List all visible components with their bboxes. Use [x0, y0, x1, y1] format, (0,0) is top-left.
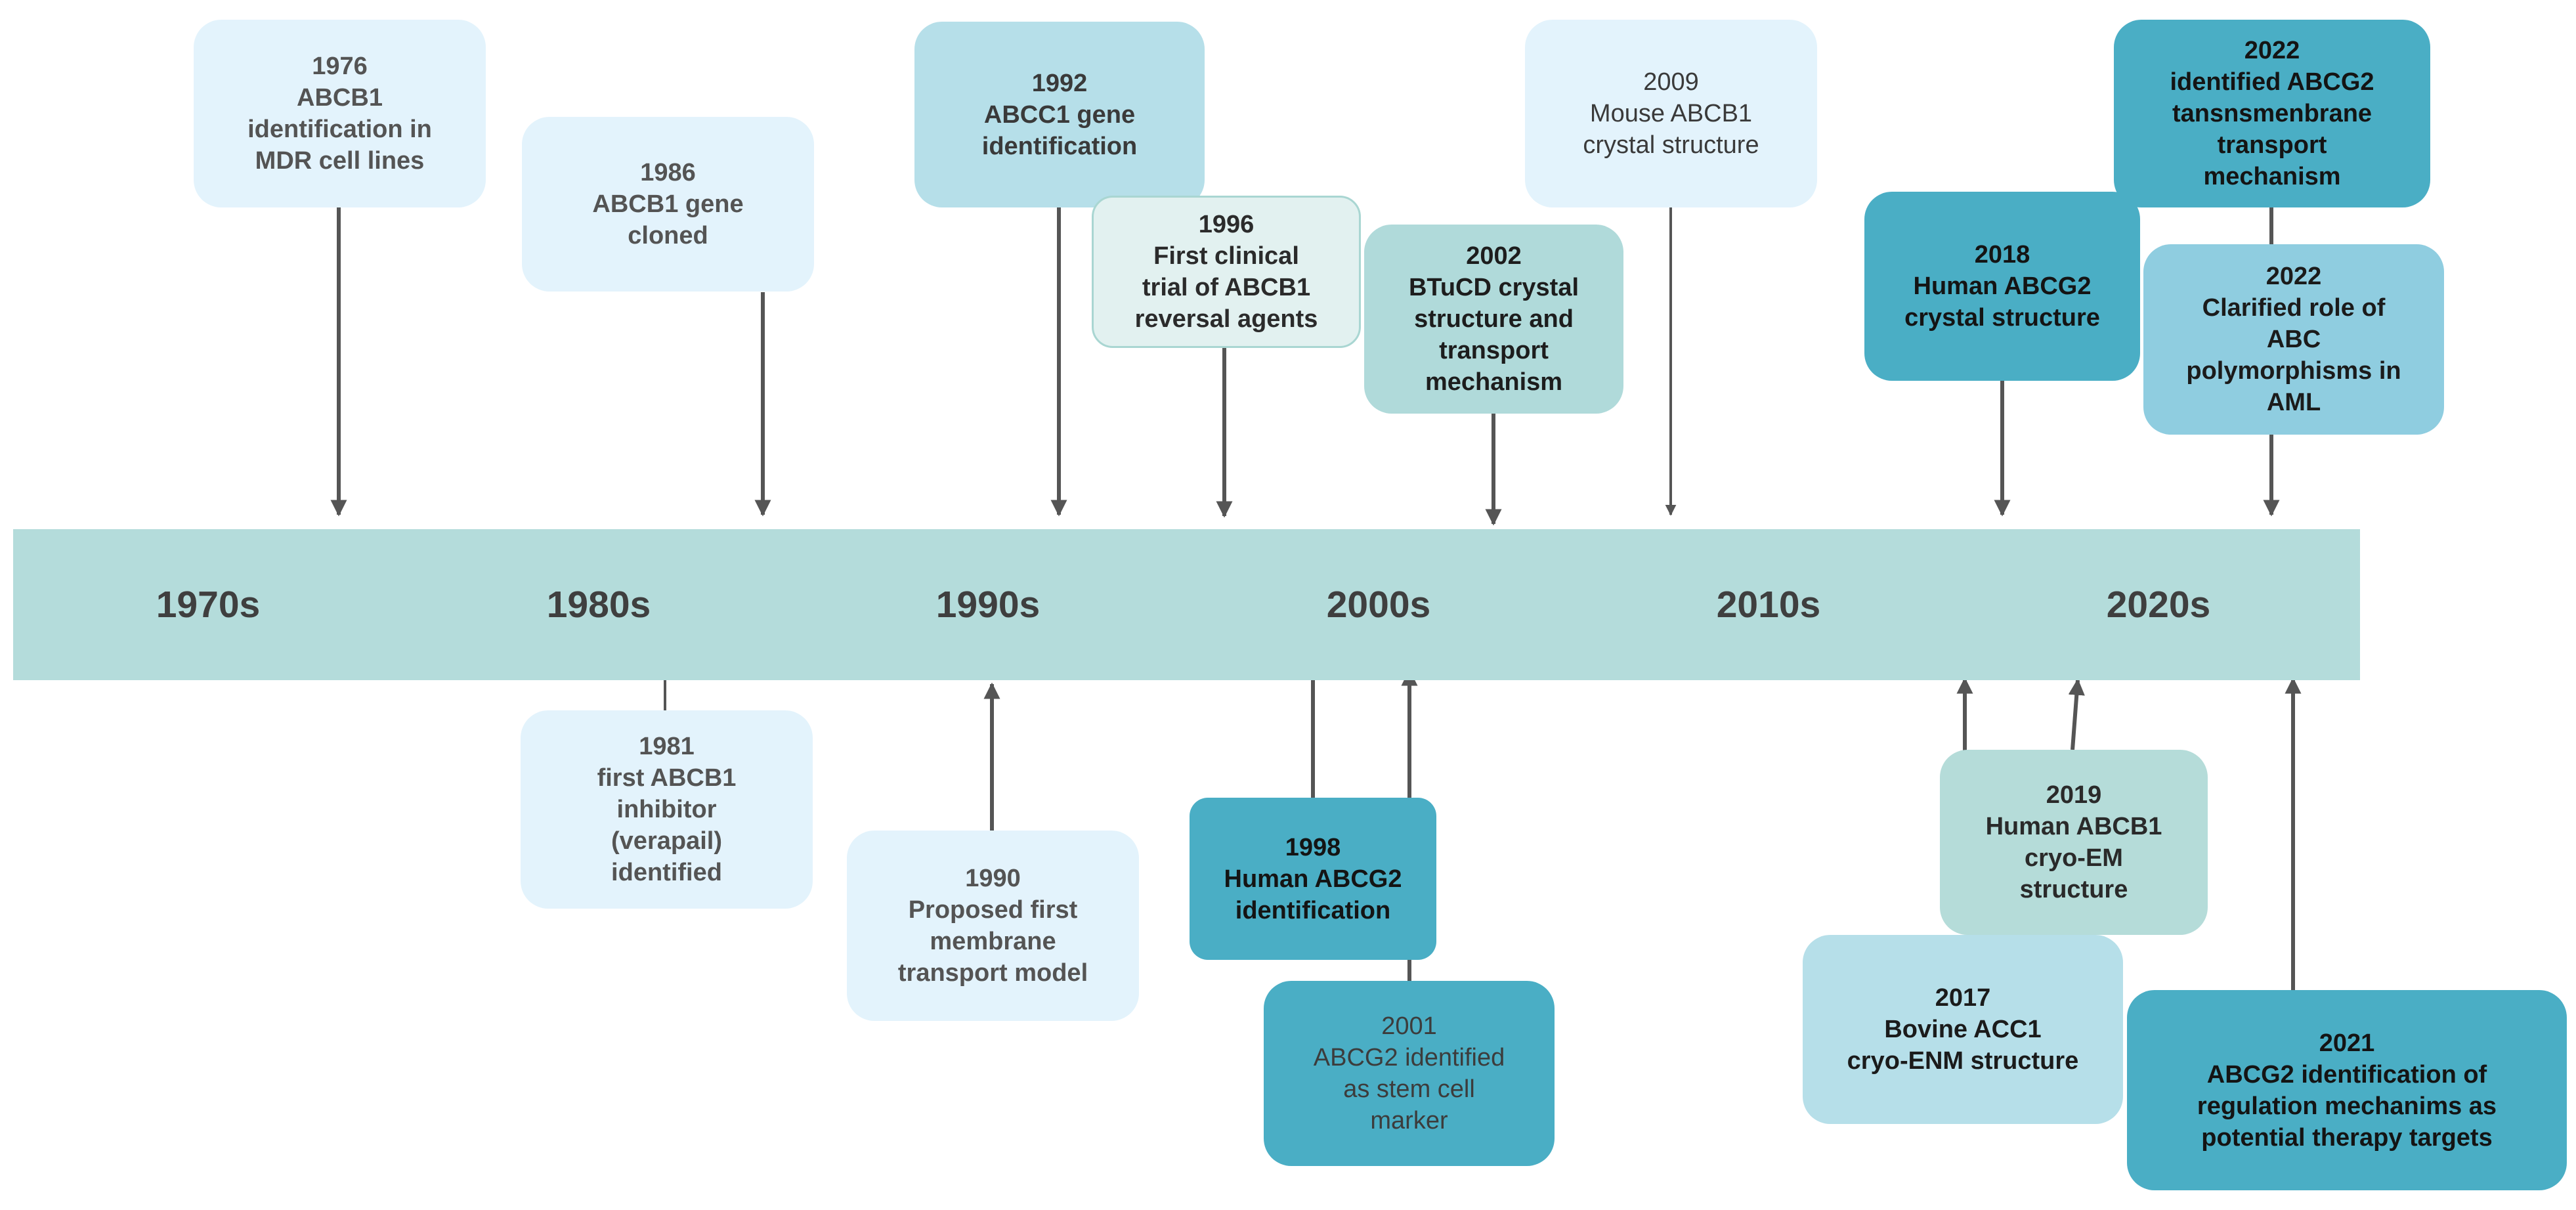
event-text: identified ABCG2 [2170, 68, 2374, 96]
event-2001-card: 2001 ABCG2 identified as stem cell marke… [1264, 981, 1555, 1166]
event-text: first ABCB1 [597, 764, 737, 792]
event-2002-card: 2002 BTuCD crystal structure and transpo… [1364, 225, 1623, 414]
decade-1970s: 1970s [156, 584, 261, 626]
event-year: 1992 [1031, 69, 1088, 97]
event-text: Mouse ABCB1 [1589, 100, 1753, 127]
event-text: ABCB1 [297, 84, 383, 112]
event-year: 1998 [1285, 833, 1341, 861]
event-text: Human ABCB1 [1985, 813, 2162, 840]
event-2019-card: 2019 Human ABCB1 cryo-EM structure [1940, 750, 2208, 935]
event-text: identification [981, 132, 1138, 160]
event-year: 2021 [2319, 1029, 2375, 1057]
event-year: 1986 [640, 159, 696, 186]
timeline-band [13, 529, 2360, 680]
event-year: 2022 [2244, 37, 2300, 64]
event-2009-card: 2009 Mouse ABCB1 crystal structure [1525, 20, 1817, 207]
event-text: marker [1370, 1107, 1448, 1134]
event-year: 1981 [639, 733, 695, 760]
event-text: polymorphisms in [2186, 357, 2401, 385]
event-text: ABCG2 identification of [2206, 1060, 2487, 1089]
event-text: Clarified role of [2202, 294, 2386, 322]
event-2017-card: 2017 Bovine ACC1 cryo-ENM structure [1803, 935, 2123, 1124]
event-text: membrane [930, 928, 1056, 955]
event-2018-card: 2018 Human ABCG2 crystal structure [1864, 192, 2140, 381]
event-year: 2022 [2265, 263, 2322, 290]
event-year: 1996 [1198, 211, 1255, 238]
event-1986-card: 1986 ABCB1 gene cloned [522, 117, 814, 292]
arrow-2019 [2068, 678, 2085, 750]
event-text: transport [1439, 337, 1549, 364]
event-year: 1976 [312, 53, 368, 80]
event-year: 2001 [1381, 1012, 1437, 1040]
event-text: Bovine ACC1 [1884, 1016, 2042, 1043]
event-text: AML [2266, 389, 2321, 416]
event-text: structure [2019, 876, 2128, 903]
event-text: regulation mechanims as [2197, 1092, 2497, 1120]
decade-1980s: 1980s [546, 584, 651, 626]
event-text: mechanism [2203, 163, 2341, 190]
decade-1990s: 1990s [935, 584, 1041, 626]
event-text: mechanism [1425, 368, 1563, 396]
event-text: ABC [2266, 326, 2321, 353]
decade-2000s: 2000s [1326, 584, 1431, 626]
event-text: ABCC1 gene [983, 100, 1136, 129]
event-text: tansnsmenbrane [2172, 100, 2372, 127]
event-text: transport [2217, 131, 2327, 159]
event-text: inhibitor [616, 796, 717, 823]
event-year: 2017 [1935, 984, 1991, 1012]
event-text: cryo-EM [2025, 844, 2123, 872]
event-2021-card: 2021 ABCG2 identification of regulation … [2127, 990, 2567, 1190]
event-1998-card: 1998 Human ABCG2 identification [1190, 798, 1436, 960]
event-text: ABCB1 gene [592, 190, 744, 218]
event-1996-card: 1996 First clinical trial of ABCB1 rever… [1092, 196, 1361, 348]
event-text: identified [611, 859, 722, 886]
event-text: potential therapy targets [2201, 1123, 2493, 1152]
event-year: 2019 [2046, 781, 2102, 809]
event-year: 2002 [1466, 242, 1522, 270]
event-year: 2018 [1974, 241, 2030, 269]
event-text: identification [1235, 896, 1391, 924]
event-text: ABCG2 identified [1313, 1044, 1505, 1071]
event-text: cryo-ENM structure [1847, 1047, 2079, 1075]
event-text: as stem cell [1343, 1075, 1475, 1103]
event-1990-card: 1990 Proposed first membrane transport m… [847, 831, 1139, 1021]
event-text: Human ABCG2 [1913, 272, 2092, 300]
event-text: BTuCD crystal [1408, 274, 1579, 301]
event-text: identification in [247, 116, 432, 143]
decade-2010s: 2010s [1716, 584, 1821, 626]
event-text: First clinical [1153, 242, 1299, 270]
event-year: 2009 [1643, 68, 1699, 96]
event-2022-transport-card: 2022 identified ABCG2 tansnsmenbrane tra… [2114, 20, 2430, 207]
event-year: 1990 [965, 865, 1021, 892]
event-text: Human ABCG2 [1224, 865, 1402, 893]
event-text: Proposed first [908, 896, 1078, 924]
event-text: crystal structure [1904, 304, 2100, 332]
event-2022-polymorphism-card: 2022 Clarified role of ABC polymorphisms… [2143, 244, 2444, 435]
event-text: crystal structure [1583, 131, 1759, 159]
event-text: trial of ABCB1 [1142, 274, 1311, 301]
event-1992-card: 1992 ABCC1 gene identification [914, 22, 1205, 207]
decade-2020s: 2020s [2106, 584, 2211, 626]
event-1981-card: 1981 first ABCB1 inhibitor (verapail) id… [521, 710, 813, 909]
event-text: cloned [628, 222, 708, 249]
event-text: transport model [897, 959, 1088, 987]
event-text: MDR cell lines [255, 147, 425, 175]
event-text: reversal agents [1134, 305, 1318, 333]
event-text: (verapail) [611, 827, 722, 855]
event-text: structure and [1414, 305, 1574, 333]
event-1976-card: 1976 ABCB1 identification in MDR cell li… [194, 20, 486, 207]
